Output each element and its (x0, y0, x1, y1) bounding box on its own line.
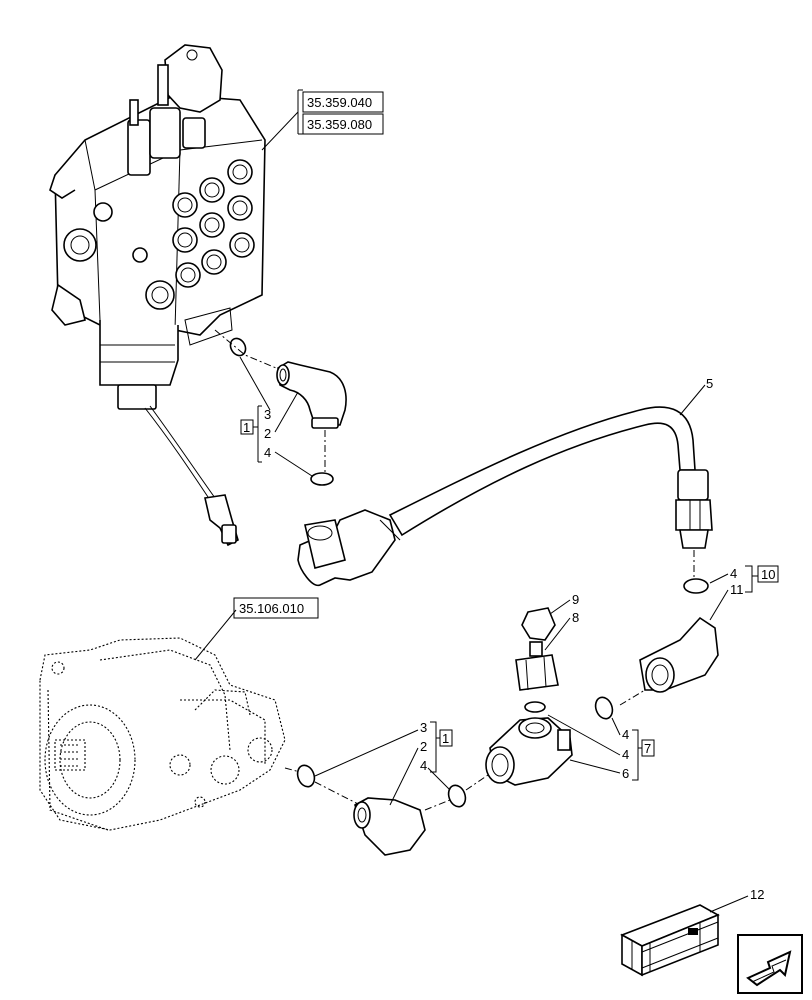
callout-12: 12 (750, 887, 764, 902)
pump-reference[interactable]: 35.106.010 (194, 597, 319, 661)
kit-10-text: 10 (761, 567, 775, 582)
kit-1-upper-text: 1 (243, 420, 250, 435)
lower-centerline-2 (314, 781, 361, 806)
lower-centerline-4 (465, 774, 489, 791)
valve-reference-2-text: 35.359.080 (307, 117, 372, 132)
kit-7-callouts: 4 4 6 7 (547, 714, 655, 781)
hydraulic-pump (39, 637, 286, 831)
tee-oring-right (594, 696, 614, 720)
kit-10-box[interactable] (757, 565, 779, 583)
callout-tee-4b: 4 (622, 747, 629, 762)
tee-right-centerline (619, 689, 646, 706)
lower-callout-group: 3 2 4 1 (314, 720, 453, 806)
upper-oring-bottom (310, 472, 334, 486)
valve-reference-1-text: 35.359.040 (307, 95, 372, 110)
pump-reference-text: 35.106.010 (239, 601, 304, 616)
kit-7-text: 7 (644, 741, 651, 756)
callout-8: 8 (572, 610, 579, 625)
crate-callout: 12 (709, 887, 764, 913)
kit-1-lower-text: 1 (442, 731, 449, 746)
callout-lower-4: 4 (420, 758, 427, 773)
callout-right-4: 4 (730, 566, 737, 581)
callout-tee-6: 6 (622, 766, 629, 781)
hose-callout: 5 (679, 376, 713, 416)
tee-oring-small (524, 701, 546, 713)
callout-upper-3: 3 (264, 407, 271, 422)
upper-callout-group: 1 3 2 4 (239, 356, 313, 477)
callout-lower-3: 3 (420, 720, 427, 735)
cap-callouts: 9 8 (544, 592, 579, 651)
lower-centerline-1 (284, 767, 301, 773)
valve-reference-1[interactable]: 35.359.040 (297, 89, 384, 135)
lower-centerline-3 (424, 799, 451, 811)
callout-upper-4: 4 (264, 445, 271, 460)
callout-upper-2: 2 (264, 426, 271, 441)
control-valve (49, 44, 266, 547)
tee-fitting (485, 717, 573, 786)
lower-oring-right (447, 784, 467, 808)
callout-lower-2: 2 (420, 739, 427, 754)
callout-9: 9 (572, 592, 579, 607)
crate-icon (620, 904, 720, 977)
valve-reference-leader (261, 111, 299, 151)
lower-elbow-fitting (353, 797, 426, 856)
callout-hose-5: 5 (706, 376, 713, 391)
callout-right-11: 11 (730, 582, 744, 597)
right-elbow-fitting (639, 616, 719, 693)
dust-cap (521, 607, 556, 657)
hydraulic-hose (297, 406, 713, 586)
upper-elbow-fitting (276, 361, 347, 429)
valve-reference-2[interactable]: 35.359.080 (302, 113, 384, 135)
right-callout-group: 4 11 10 (709, 565, 779, 621)
kit-1-lower-box[interactable] (439, 729, 453, 747)
lower-oring-left (296, 764, 316, 788)
kit-7-box[interactable] (641, 739, 655, 757)
test-coupling (515, 654, 559, 691)
callout-tee-4a: 4 (622, 727, 629, 742)
right-oring (683, 578, 709, 594)
arrow-icon[interactable] (737, 934, 803, 994)
upper-oring-top (229, 337, 247, 357)
